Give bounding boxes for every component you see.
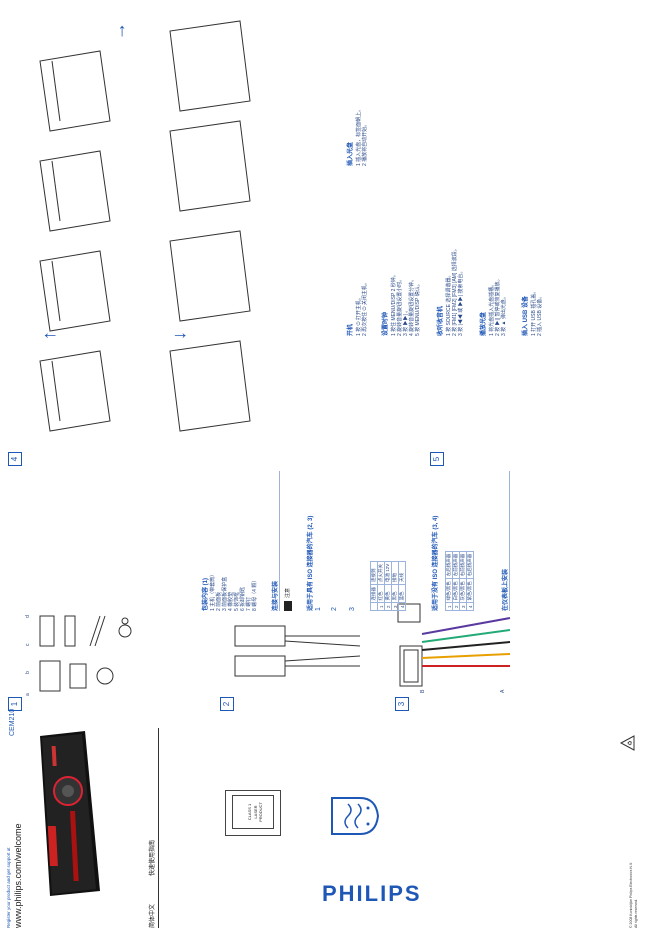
cell: 3: [391, 602, 399, 611]
box-contents-title: 包装内容 (1): [203, 577, 209, 611]
cell: 白色/黑色: [452, 578, 460, 603]
cell: 灰色/黑色: [459, 578, 467, 603]
cell: 2: [452, 602, 460, 611]
language-rule: [158, 728, 159, 928]
step-4-number: 4: [8, 452, 22, 466]
philips-shield-icon: [331, 797, 380, 835]
arrow-up-1: ↑: [39, 331, 59, 340]
wire-harness-diagram: [397, 603, 511, 687]
power-title: 开机: [348, 323, 354, 336]
noniso-title: 适用于没有 ISO 连接器的汽车 (3, 4): [433, 515, 439, 611]
radio-title: 收听收音机: [438, 305, 444, 336]
recycle-icon: ♻: [619, 735, 635, 751]
cell: 2: [384, 602, 392, 611]
arrow-right-1: →: [109, 22, 129, 40]
callout-d: d: [25, 615, 31, 618]
usb-step-2: 2 插入 USB 设备。: [537, 293, 543, 336]
iso-step-1: 1: [315, 607, 322, 611]
cell: 4: [466, 602, 474, 611]
install-title: 在仪表板上安装: [503, 568, 509, 611]
car-stereo-image: [40, 731, 100, 896]
callout-c: c: [25, 643, 31, 647]
cell: 点火开关: [377, 561, 385, 585]
cell: 左前扬声器: [452, 551, 460, 579]
power-step-2: 2 再次按住 ⏻ 关闭主机。: [362, 280, 368, 336]
cell: 右后扬声器: [466, 551, 474, 579]
callout-A: A: [500, 689, 506, 693]
laser-line-2: LASER PRODUCT: [253, 802, 263, 822]
iso-table-header: 连接器连接到: [370, 561, 378, 611]
welcome-url: www.philips.com/welcome: [13, 823, 23, 928]
brand-wordmark: PHILIPS: [322, 881, 422, 906]
callout-b: b: [25, 671, 31, 674]
arrow-down-1: ↓: [169, 331, 189, 340]
cell: 1: [377, 602, 385, 611]
cell: 黑色: [391, 584, 399, 603]
accessories-diagram: [39, 615, 132, 692]
install-rule: [509, 471, 510, 611]
iso-connector-diagram: [234, 625, 361, 677]
installation-sequence-diagram: [39, 20, 251, 432]
connect-title: 连接与安装: [273, 580, 279, 611]
laser-line-1: CLASS 1: [247, 803, 252, 821]
callout-B: B: [420, 689, 426, 693]
iso-title: 适用于具有 ISO 连接器的汽车 (2, 3): [308, 515, 314, 611]
svg-text:♻: ♻: [627, 740, 634, 745]
cell: 红色: [377, 584, 385, 603]
iso-header-connector: 连接器: [370, 584, 378, 603]
welcome-small-text: Register your product and get support at: [6, 847, 11, 928]
cell: 天线: [398, 561, 406, 585]
cell: 紫色/黑色: [466, 578, 474, 603]
cell: 黄色: [384, 584, 392, 603]
top-right-step-2: 2 播放将自动开始。: [362, 121, 368, 166]
cell: 3: [459, 602, 467, 611]
cell: 4: [398, 602, 406, 611]
step-5-number: 5: [430, 452, 444, 466]
top-right-title: 插入光盘: [348, 141, 354, 166]
disc-title: 播放光盘: [481, 311, 487, 336]
cell: 绿色/黑色: [445, 578, 453, 603]
cell: 左后扬声器: [445, 551, 453, 579]
step-1-number: 1: [8, 697, 22, 711]
cell: 蓝色: [398, 584, 406, 603]
clock-title: 设置时钟: [383, 311, 389, 336]
step-2-number: 2: [220, 697, 234, 711]
iso-step-2: 2: [331, 607, 338, 611]
disc-step-3: 3 按 ▲ 弹出光盘。: [501, 294, 507, 336]
connect-rule: [279, 471, 280, 611]
step-3-number: 3: [395, 697, 409, 711]
note-label: 注意: [285, 587, 291, 598]
language-right: 快速使用指南: [150, 839, 156, 876]
cell: 1: [445, 602, 453, 611]
callout-a: a: [25, 693, 31, 696]
iso-header-to: 连接到: [370, 561, 378, 585]
iso-step-3: 3: [349, 607, 356, 611]
model-number: CEM210: [9, 708, 16, 736]
cell: 接地: [391, 561, 399, 585]
copyright-line-2: All rights reserved.: [634, 899, 638, 928]
note-icon: [284, 601, 292, 611]
laser-product-label: CLASS 1 LASER PRODUCT: [225, 790, 281, 836]
cell: 右前扬声器: [459, 551, 467, 579]
clock-step-5: 5 按 MENU/DISP 确认。: [415, 281, 421, 336]
usb-title: 插入 USB 设备: [523, 295, 529, 336]
box-item-8: 8 螺母（4 颗）: [252, 577, 258, 611]
cell: 电池 12V: [384, 561, 392, 585]
radio-step-3: 3 按 |◀◀ 或 ▶▶| 搜索电台。: [458, 268, 464, 336]
language-left: 简体中文: [150, 903, 156, 928]
